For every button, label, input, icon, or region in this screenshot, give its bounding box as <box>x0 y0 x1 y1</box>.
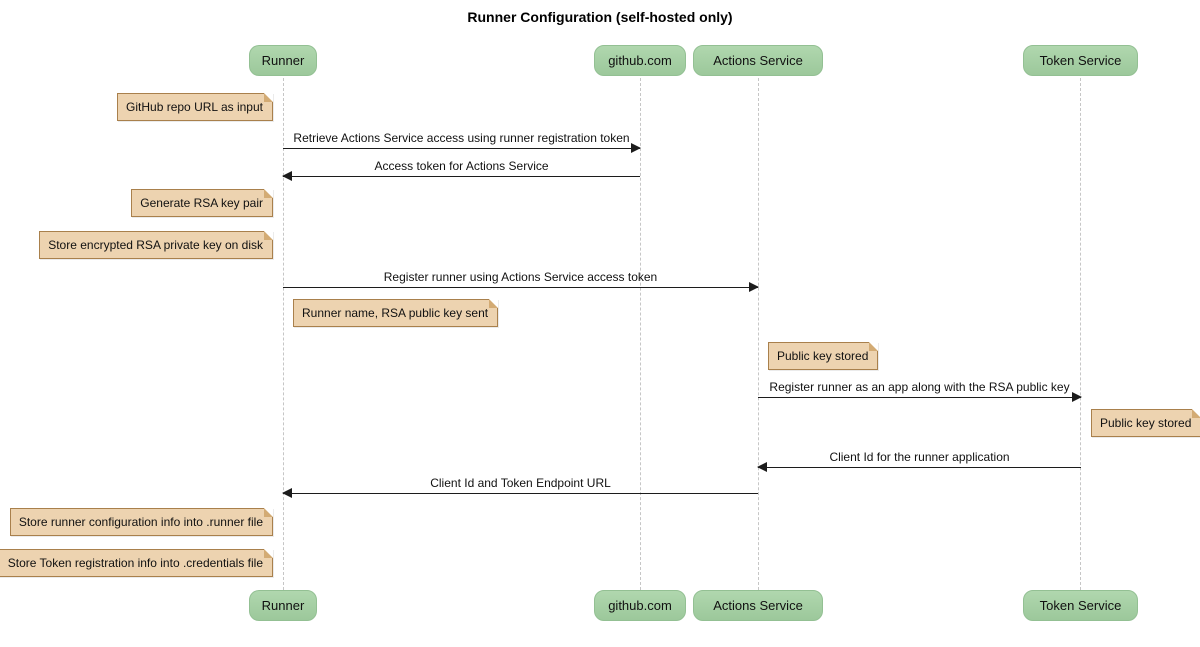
message-line <box>282 171 640 181</box>
message-label: Client Id and Token Endpoint URL <box>430 476 611 490</box>
message-client-id-and-token-endpoint-url: Client Id and Token Endpoint URL <box>282 476 758 498</box>
participant-label: github.com <box>608 53 672 68</box>
participant-label: Actions Service <box>713 598 803 613</box>
message-line <box>757 462 1081 472</box>
message-line <box>283 143 641 153</box>
note-fold <box>869 342 879 351</box>
participant-label: Runner <box>261 53 305 68</box>
arrowhead-left-icon <box>282 171 292 181</box>
participant-label: Token Service <box>1039 53 1122 68</box>
note-text: Runner name, RSA public key sent <box>302 306 489 320</box>
note-fold <box>264 189 273 198</box>
message-line <box>283 282 759 292</box>
message-label: Register runner using Actions Service ac… <box>383 270 658 284</box>
lifeline-github-com <box>639 78 641 590</box>
note-store-runner-configuration-file: Store runner configuration info into .ru… <box>9 508 273 536</box>
message-label: Access token for Actions Service <box>374 159 549 173</box>
note-runner-name-rsa-public-key-sent: Runner name, RSA public key sent <box>293 299 499 327</box>
note-public-key-stored-actions-service: Public key stored <box>768 342 879 370</box>
message-register-runner-as-app: Register runner as an app along with the… <box>758 380 1082 402</box>
participant-github-com-bottom: github.com <box>594 590 686 621</box>
lifeline-runner <box>282 78 284 590</box>
arrowhead-left-icon <box>282 488 292 498</box>
note-github-repo-url-as-input: GitHub repo URL as input <box>117 93 273 121</box>
note-fold <box>489 299 499 308</box>
arrowhead-right-icon <box>749 282 759 292</box>
note-text: Public key stored <box>777 349 869 363</box>
note-fold <box>264 549 273 558</box>
message-line <box>758 392 1082 402</box>
note-public-key-stored-token-service: Public key stored <box>1091 409 1200 437</box>
arrowhead-right-icon <box>1072 392 1082 402</box>
note-store-encrypted-rsa-private-key: Store encrypted RSA private key on disk <box>39 231 273 259</box>
participant-label: Token Service <box>1039 598 1122 613</box>
note-fold <box>1192 409 1200 418</box>
note-text: Store encrypted RSA private key on disk <box>48 238 263 252</box>
participant-token-service-top: Token Service <box>1023 45 1138 76</box>
diagram-title: Runner Configuration (self-hosted only) <box>467 9 733 25</box>
message-label: Retrieve Actions Service access using ru… <box>293 131 630 145</box>
note-text: Store Token registration info into .cred… <box>7 556 263 570</box>
note-fold <box>264 508 273 517</box>
participant-runner-bottom: Runner <box>249 590 317 621</box>
note-fold <box>264 231 273 240</box>
participant-label: Actions Service <box>713 53 803 68</box>
message-label: Client Id for the runner application <box>829 450 1010 464</box>
message-retrieve-actions-service-access: Retrieve Actions Service access using ru… <box>283 131 641 153</box>
participant-actions-service-top: Actions Service <box>693 45 823 76</box>
arrowhead-left-icon <box>757 462 767 472</box>
lifeline-actions-service <box>757 78 759 590</box>
note-generate-rsa-key-pair: Generate RSA key pair <box>131 189 273 217</box>
note-store-token-registration-file: Store Token registration info into .cred… <box>0 549 273 577</box>
note-text: Public key stored <box>1100 416 1192 430</box>
message-access-token-for-actions-service: Access token for Actions Service <box>282 159 640 181</box>
participant-runner-top: Runner <box>249 45 317 76</box>
note-fold <box>264 93 273 102</box>
participant-label: github.com <box>608 598 672 613</box>
note-text: GitHub repo URL as input <box>126 100 263 114</box>
message-register-runner-using-access-token: Register runner using Actions Service ac… <box>283 270 759 292</box>
note-text: Generate RSA key pair <box>140 196 263 210</box>
note-text: Store runner configuration info into .ru… <box>18 515 263 529</box>
lifeline-token-service <box>1080 78 1081 590</box>
message-client-id-for-runner-application: Client Id for the runner application <box>757 450 1081 472</box>
arrowhead-right-icon <box>631 143 641 153</box>
participant-github-com-top: github.com <box>594 45 686 76</box>
message-label: Register runner as an app along with the… <box>769 380 1070 394</box>
message-line <box>282 488 758 498</box>
participant-actions-service-bottom: Actions Service <box>693 590 823 621</box>
participant-token-service-bottom: Token Service <box>1023 590 1138 621</box>
participant-label: Runner <box>261 598 305 613</box>
